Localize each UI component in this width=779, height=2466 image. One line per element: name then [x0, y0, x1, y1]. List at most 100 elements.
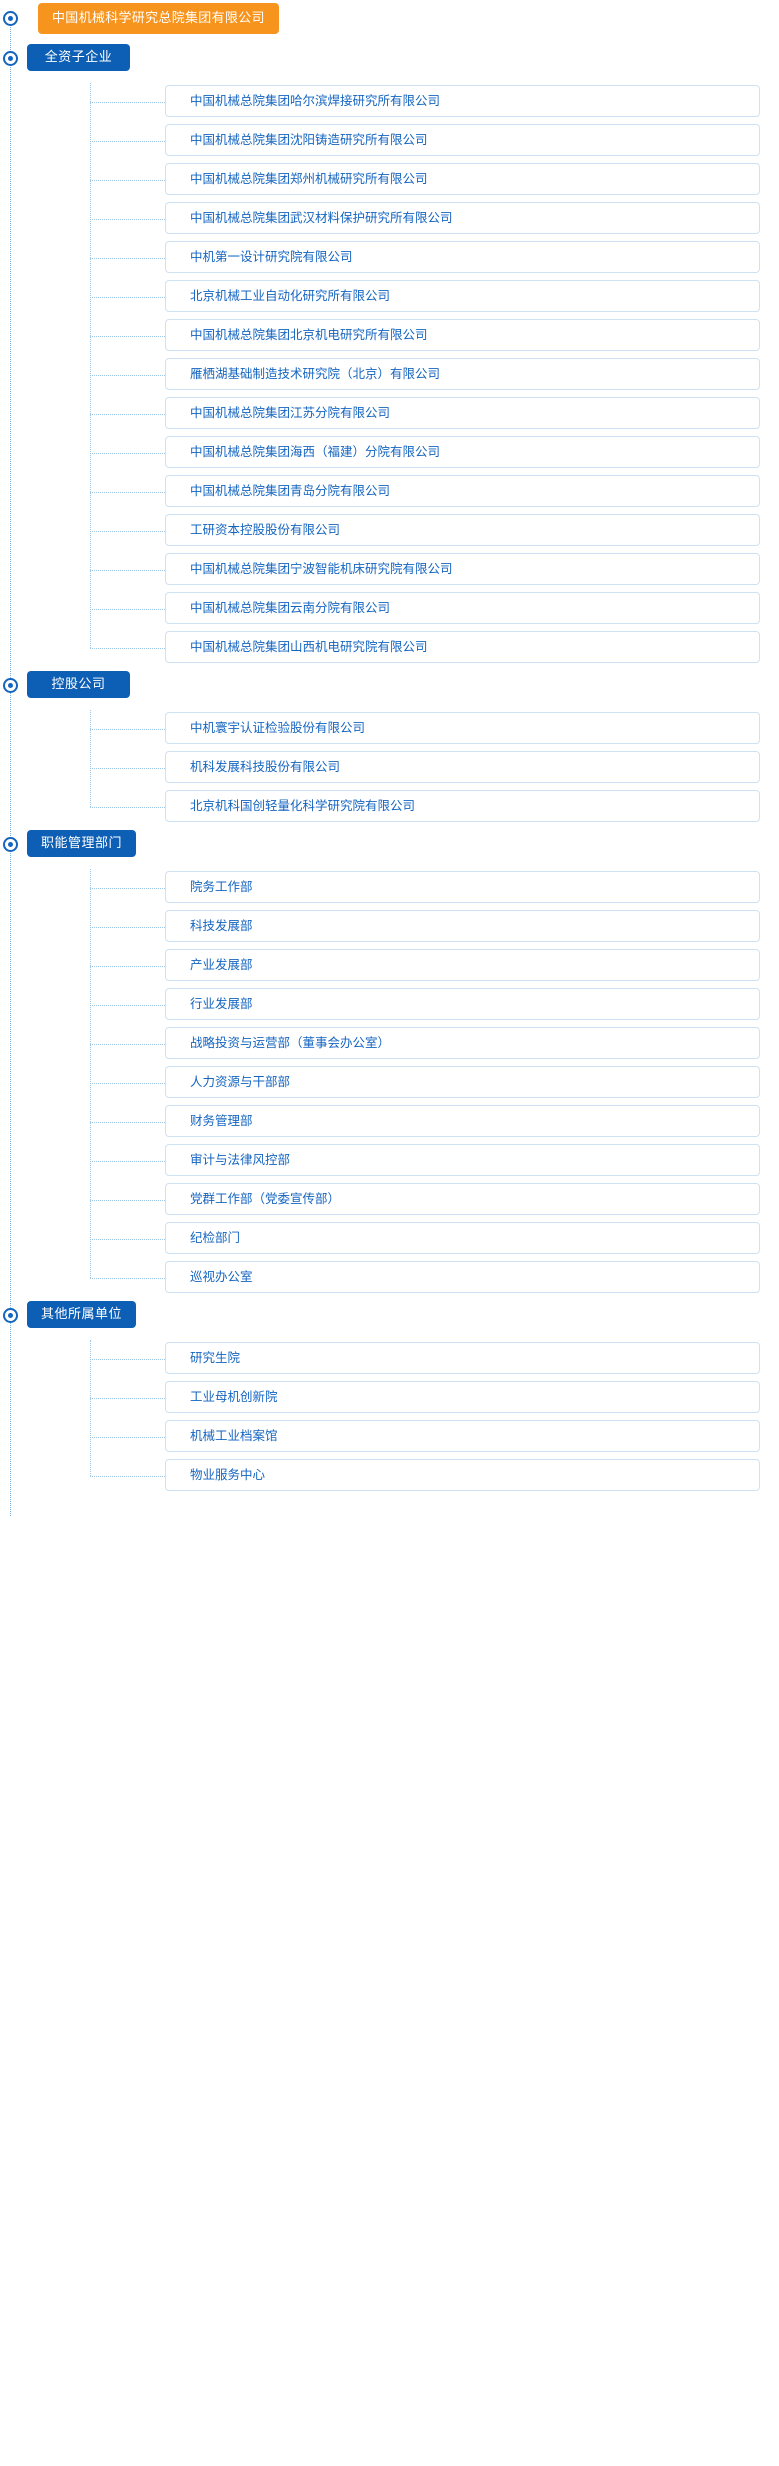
item-connector-line — [90, 729, 165, 730]
item-connector-line — [90, 966, 165, 967]
org-item-row: 中国机械总院集团宁波智能机床研究院有限公司 — [90, 551, 779, 590]
org-item-row: 雁栖湖基础制造技术研究院（北京）有限公司 — [90, 356, 779, 395]
org-item-box[interactable]: 北京机械工业自动化研究所有限公司 — [165, 280, 760, 312]
org-item-box[interactable]: 工业母机创新院 — [165, 1381, 760, 1413]
org-item-row: 中国机械总院集团武汉材料保护研究所有限公司 — [90, 200, 779, 239]
org-item-box[interactable]: 院务工作部 — [165, 871, 760, 903]
section-vertical-connector — [90, 869, 91, 1278]
org-item-row: 中国机械总院集团沈阳铸造研究所有限公司 — [90, 122, 779, 161]
org-item-box[interactable]: 战略投资与运营部（董事会办公室） — [165, 1027, 760, 1059]
org-item-box[interactable]: 党群工作部（党委宣传部） — [165, 1183, 760, 1215]
target-icon — [3, 678, 18, 693]
section-header: 全资子企业 — [0, 41, 779, 83]
org-item-box[interactable]: 中国机械总院集团宁波智能机床研究院有限公司 — [165, 553, 760, 585]
org-item-row: 中机第一设计研究院有限公司 — [90, 239, 779, 278]
root-target-icon — [3, 11, 18, 26]
item-connector-line — [90, 180, 165, 181]
org-item-box[interactable]: 审计与法律风控部 — [165, 1144, 760, 1176]
item-connector-line — [90, 1476, 165, 1477]
org-item-row: 机科发展科技股份有限公司 — [90, 749, 779, 788]
org-item-row: 战略投资与运营部（董事会办公室） — [90, 1025, 779, 1064]
item-connector-line — [90, 609, 165, 610]
section-header: 控股公司 — [0, 668, 779, 710]
org-item-box[interactable]: 机械工业档案馆 — [165, 1420, 760, 1452]
org-item-row: 中国机械总院集团海西（福建）分院有限公司 — [90, 434, 779, 473]
section-header: 职能管理部门 — [0, 827, 779, 869]
item-connector-line — [90, 927, 165, 928]
org-item-row: 产业发展部 — [90, 947, 779, 986]
org-item-row: 行业发展部 — [90, 986, 779, 1025]
item-connector-line — [90, 492, 165, 493]
org-item-row: 科技发展部 — [90, 908, 779, 947]
item-connector-line — [90, 141, 165, 142]
org-item-box[interactable]: 物业服务中心 — [165, 1459, 760, 1491]
item-connector-line — [90, 570, 165, 571]
org-item-box[interactable]: 中国机械总院集团沈阳铸造研究所有限公司 — [165, 124, 760, 156]
section-title[interactable]: 职能管理部门 — [27, 830, 137, 857]
org-item-row: 中国机械总院集团山西机电研究院有限公司 — [90, 629, 779, 668]
org-section: 其他所属单位研究生院工业母机创新院机械工业档案馆物业服务中心 — [0, 1298, 779, 1496]
item-connector-line — [90, 768, 165, 769]
org-item-row: 人力资源与干部部 — [90, 1064, 779, 1103]
org-item-box[interactable]: 巡视办公室 — [165, 1261, 760, 1293]
org-item-row: 物业服务中心 — [90, 1457, 779, 1496]
org-item-box[interactable]: 纪检部门 — [165, 1222, 760, 1254]
org-item-row: 工研资本控股股份有限公司 — [90, 512, 779, 551]
org-item-box[interactable]: 中国机械总院集团海西（福建）分院有限公司 — [165, 436, 760, 468]
org-item-box[interactable]: 雁栖湖基础制造技术研究院（北京）有限公司 — [165, 358, 760, 390]
org-item-row: 审计与法律风控部 — [90, 1142, 779, 1181]
org-item-row: 北京机科国创轻量化科学研究院有限公司 — [90, 788, 779, 827]
org-item-box[interactable]: 工研资本控股股份有限公司 — [165, 514, 760, 546]
org-item-row: 中国机械总院集团青岛分院有限公司 — [90, 473, 779, 512]
org-chart-sections: 全资子企业中国机械总院集团哈尔滨焊接研究所有限公司中国机械总院集团沈阳铸造研究所… — [0, 41, 779, 1496]
section-title[interactable]: 控股公司 — [27, 671, 130, 698]
org-item-row: 中国机械总院集团云南分院有限公司 — [90, 590, 779, 629]
item-connector-line — [90, 258, 165, 259]
org-item-box[interactable]: 中国机械总院集团云南分院有限公司 — [165, 592, 760, 624]
org-item-box[interactable]: 机科发展科技股份有限公司 — [165, 751, 760, 783]
section-items: 研究生院工业母机创新院机械工业档案馆物业服务中心 — [0, 1340, 779, 1496]
org-item-row: 机械工业档案馆 — [90, 1418, 779, 1457]
section-items: 院务工作部科技发展部产业发展部行业发展部战略投资与运营部（董事会办公室） 人力资源… — [0, 869, 779, 1298]
org-item-box[interactable]: 北京机科国创轻量化科学研究院有限公司 — [165, 790, 760, 822]
org-item-box[interactable]: 科技发展部 — [165, 910, 760, 942]
org-item-box[interactable]: 产业发展部 — [165, 949, 760, 981]
org-item-box[interactable]: 中国机械总院集团北京机电研究所有限公司 — [165, 319, 760, 351]
section-items: 中机寰宇认证检验股份有限公司机科发展科技股份有限公司北京机科国创轻量化科学研究院… — [0, 710, 779, 827]
org-item-row: 中机寰宇认证检验股份有限公司 — [90, 710, 779, 749]
item-connector-line — [90, 648, 165, 649]
org-item-box[interactable]: 行业发展部 — [165, 988, 760, 1020]
org-item-box[interactable]: 中国机械总院集团郑州机械研究所有限公司 — [165, 163, 760, 195]
org-item-row: 中国机械总院集团北京机电研究所有限公司 — [90, 317, 779, 356]
root-node-row: 中国机械科学研究总院集团有限公司 — [0, 3, 779, 41]
org-item-box[interactable]: 中国机械总院集团江苏分院有限公司 — [165, 397, 760, 429]
org-item-row: 财务管理部 — [90, 1103, 779, 1142]
item-connector-line — [90, 375, 165, 376]
section-title[interactable]: 其他所属单位 — [27, 1301, 137, 1328]
org-item-row: 工业母机创新院 — [90, 1379, 779, 1418]
org-item-box[interactable]: 中国机械总院集团青岛分院有限公司 — [165, 475, 760, 507]
section-title[interactable]: 全资子企业 — [27, 44, 130, 71]
org-item-box[interactable]: 中机寰宇认证检验股份有限公司 — [165, 712, 760, 744]
org-item-box[interactable]: 中国机械总院集团武汉材料保护研究所有限公司 — [165, 202, 760, 234]
target-icon — [3, 51, 18, 66]
org-item-box[interactable]: 中国机械总院集团山西机电研究院有限公司 — [165, 631, 760, 663]
item-connector-line — [90, 1200, 165, 1201]
org-item-box[interactable]: 中国机械总院集团哈尔滨焊接研究所有限公司 — [165, 85, 760, 117]
item-connector-line — [90, 1398, 165, 1399]
org-item-box[interactable]: 财务管理部 — [165, 1105, 760, 1137]
org-item-row: 纪检部门 — [90, 1220, 779, 1259]
item-connector-line — [90, 1044, 165, 1045]
org-item-row: 研究生院 — [90, 1340, 779, 1379]
root-organization-node[interactable]: 中国机械科学研究总院集团有限公司 — [38, 3, 279, 34]
target-icon — [3, 1308, 18, 1323]
item-connector-line — [90, 297, 165, 298]
item-connector-line — [90, 1239, 165, 1240]
org-item-box[interactable]: 中机第一设计研究院有限公司 — [165, 241, 760, 273]
main-vertical-connector — [10, 25, 11, 1516]
org-item-box[interactable]: 研究生院 — [165, 1342, 760, 1374]
item-connector-line — [90, 1122, 165, 1123]
org-item-box[interactable]: 人力资源与干部部 — [165, 1066, 760, 1098]
item-connector-line — [90, 414, 165, 415]
item-connector-line — [90, 453, 165, 454]
